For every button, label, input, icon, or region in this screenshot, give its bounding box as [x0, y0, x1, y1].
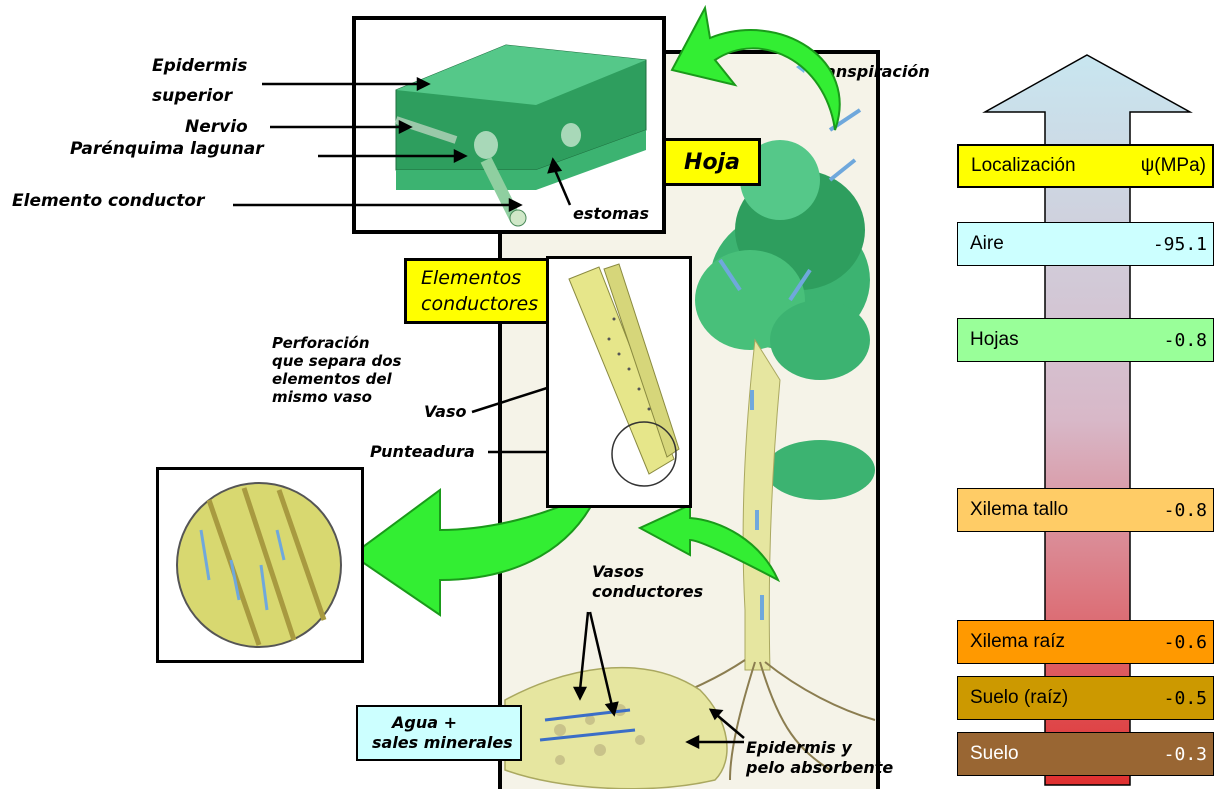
elementos-label-line1: Elementos: [421, 265, 555, 291]
perforation-line-1: Perforación: [272, 334, 402, 352]
conductors-panel: [546, 256, 692, 508]
scale-row-label: Aire: [970, 233, 1004, 255]
scale-row-label: Hojas: [970, 329, 1019, 351]
scale-row-value: -0.8: [1164, 500, 1207, 521]
xylem-zoom-illustration: [159, 470, 361, 660]
agua-line2: sales minerales: [372, 733, 520, 753]
xylem-zoom-panel: [156, 467, 364, 663]
scale-row-label: Xilema tallo: [970, 499, 1068, 521]
perforation-line-4: mismo vaso: [272, 388, 402, 406]
vasos-conductores-label: Vasos conductores: [592, 562, 703, 602]
scale-header-label: Localización: [971, 155, 1076, 177]
scale-row-value: -0.8: [1164, 330, 1207, 351]
scale-header: Localización ψ(MPa): [957, 144, 1214, 188]
scale-row-suelo-raiz: Suelo (raíz) -0.5: [957, 676, 1214, 720]
elementos-label-line2: conductores: [421, 291, 555, 317]
vessel-illustration: [549, 259, 689, 505]
epidermis-line1: Epidermis y: [746, 738, 893, 758]
elementos-conductores-label: Elementos conductores: [404, 258, 558, 324]
punteadura-label: Punteadura: [370, 442, 475, 461]
scale-row-hojas: Hojas -0.8: [957, 318, 1214, 362]
perforation-line-2: que separa dos: [272, 352, 402, 370]
scale-row-aire: Aire -95.1: [957, 222, 1214, 266]
perforation-label: Perforación que separa dos elementos del…: [272, 334, 402, 406]
scale-row-label: Suelo (raíz): [970, 687, 1068, 709]
scale-row-xilema-tallo: Xilema tallo -0.8: [957, 488, 1214, 532]
scale-row-suelo: Suelo -0.3: [957, 732, 1214, 776]
scale-header-unit: ψ(MPa): [1141, 155, 1206, 177]
scale-row-label: Suelo: [970, 743, 1019, 765]
epidermis-line2: pelo absorbente: [746, 758, 893, 778]
scale-row-label: Xilema raíz: [970, 631, 1065, 653]
scale-row-value: -95.1: [1153, 234, 1207, 255]
vasos-line1: Vasos: [592, 562, 703, 582]
perforation-line-3: elementos del: [272, 370, 402, 388]
scale-row-xilema-raiz: Xilema raíz -0.6: [957, 620, 1214, 664]
epidermis-pelo-label: Epidermis y pelo absorbente: [746, 738, 893, 778]
agua-line1: Agua +: [372, 713, 520, 733]
vaso-label: Vaso: [424, 402, 466, 421]
scale-row-value: -0.5: [1164, 688, 1207, 709]
scale-row-value: -0.3: [1164, 744, 1207, 765]
vasos-line2: conductores: [592, 582, 703, 602]
agua-label-box: Agua + sales minerales: [356, 705, 522, 761]
scale-row-value: -0.6: [1164, 632, 1207, 653]
